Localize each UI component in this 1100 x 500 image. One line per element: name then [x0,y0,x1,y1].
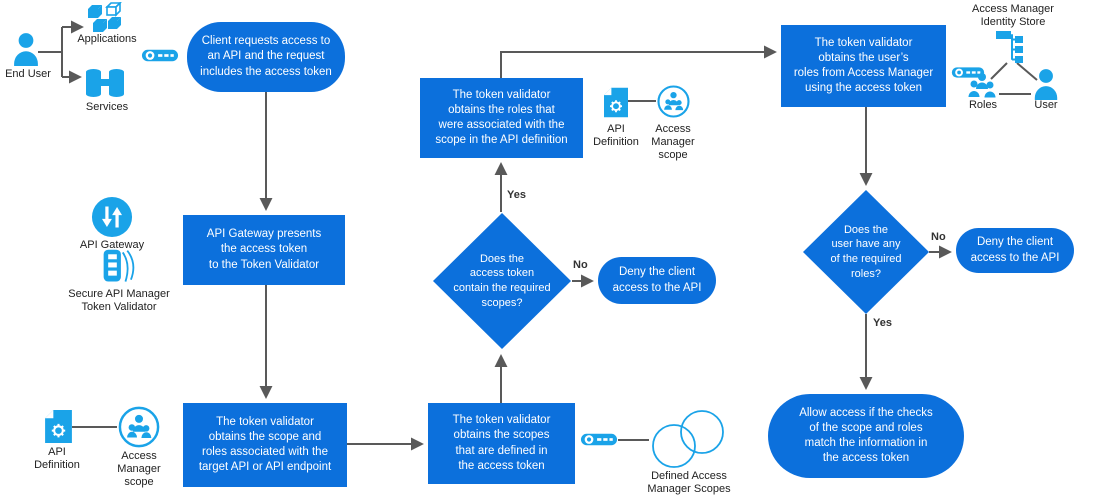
api-definition-icon-mid [604,87,628,118]
node-validator-scope-roles: The token validator obtains the scope an… [183,403,347,487]
token-key-icon-right [950,64,986,81]
access-token-key-icon [141,46,179,65]
end-user-icon [12,32,40,66]
defined-scopes-venn-icon [648,408,726,468]
api-definition-icon-left [45,410,72,443]
roles-label: Roles [968,99,998,111]
edge-label-no-roles: No [931,231,946,243]
services-label: Services [85,101,129,113]
edge-label-no-scopes: No [573,259,588,271]
access-manager-scope-icon-left [118,406,160,448]
node-validator-user-roles: The token validator obtains the user’s r… [781,25,946,107]
identity-store-tree-icon [996,30,1028,64]
services-icon [84,68,126,98]
node-allow-access: Allow access if the checks of the scope … [768,394,964,478]
token-validator-label: Secure API Manager Token Validator [68,288,170,313]
edge-label-yes-roles: Yes [873,317,892,329]
node-deny-scopes: Deny the client access to the API [598,257,716,304]
applications-label: Applications [77,33,137,45]
node-validator-api-roles: The token validator obtains the roles th… [420,78,583,158]
api-gateway-icon [91,196,133,238]
node-client-request: Client requests access to an API and the… [187,22,345,92]
node-gateway-presents: API Gateway presents the access token to… [183,215,345,285]
user-icon [1032,68,1060,100]
node-deny-roles: Deny the client access to the API [956,228,1074,273]
identity-store-label: Access Manager Identity Store [972,3,1054,28]
edge-label-yes-scopes: Yes [507,189,526,201]
node-validator-token-scopes: The token validator obtains the scopes t… [428,403,575,484]
api-gateway-label: API Gateway [79,239,145,251]
token-key-icon-mid [580,430,618,449]
access-manager-scope-icon-mid [657,85,690,118]
roles-group-icon [966,72,998,98]
token-validator-icon [100,247,140,287]
defined-scopes-label: Defined Access Manager Scopes [647,470,731,495]
api-definition-label-left: API Definition [34,446,80,471]
access-manager-scope-label-left: Access Manager scope [117,450,161,488]
user-label: User [1034,99,1058,111]
end-user-label: End User [5,68,51,80]
applications-icon [86,2,122,32]
access-manager-scope-label-mid: Access Manager scope [651,123,695,161]
api-definition-label-mid: API Definition [593,123,639,148]
